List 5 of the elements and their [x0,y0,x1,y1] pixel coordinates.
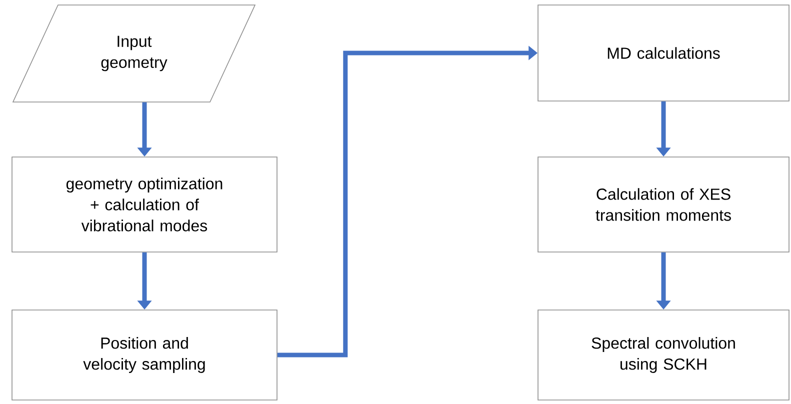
process-box: Position and velocity sampling [12,310,278,400]
process-box: Spectral convolution using SCKH [538,310,790,400]
process-box: geometry optimization + calculation of vibrational modes [12,156,278,252]
process-box: MD calculations [538,4,790,102]
process-box: Calculation of XES transition moments [538,156,790,252]
